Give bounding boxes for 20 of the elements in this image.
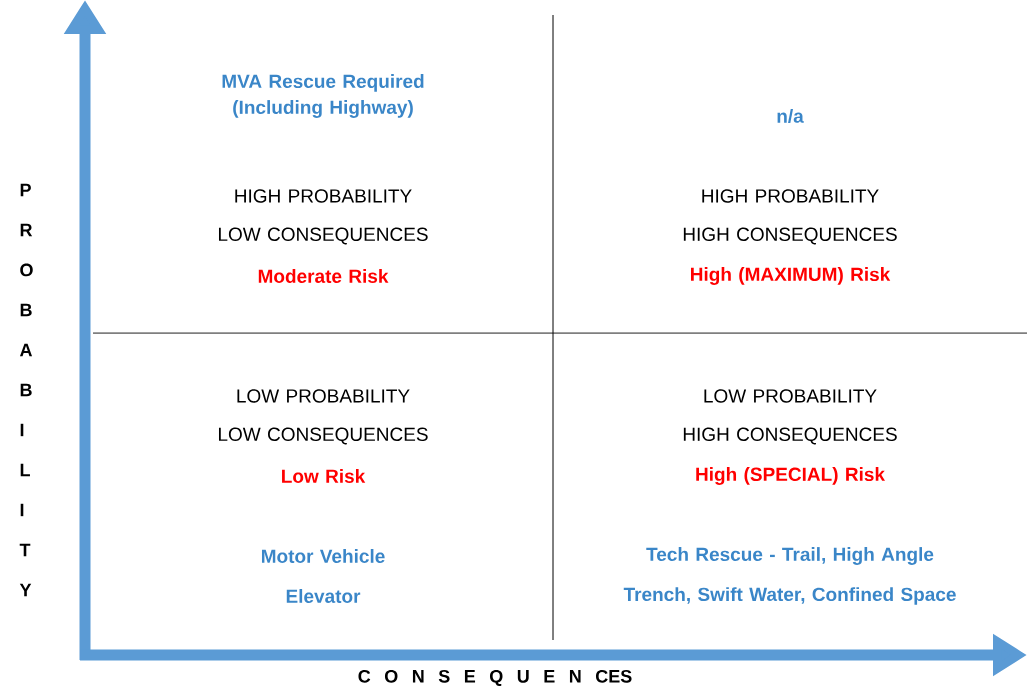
quadrant-text: Motor Vehicle (262, 549, 385, 563)
quadrant-text: High (SPECIAL) Risk (696, 467, 885, 485)
quadrant-text: HIGH CONSEQUENCES (683, 227, 897, 245)
quadrant-text: High (MAXIMUM) Risk (691, 267, 891, 285)
quadrant-text: Trench, Swift Water, Confined Space (623, 587, 956, 605)
quadrant-text: HIGH PROBABILITY (702, 189, 879, 203)
quadrant-text: MVA Rescue Required (Including Highway) (222, 74, 424, 118)
quadrant-text: HIGH CONSEQUENCES (683, 427, 897, 445)
axis-label: PROBABILITY (19, 183, 33, 597)
quadrant-text: Elevator (286, 589, 361, 603)
quadrant-text: Low Risk (282, 469, 366, 483)
quadrant-text: n/a (777, 108, 804, 124)
quadrant-text: LOW CONSEQUENCES (219, 227, 428, 245)
quadrant-text: HIGH PROBABILITY (235, 189, 412, 203)
quadrant-text: Tech Rescue - Trail, High Angle (646, 547, 934, 565)
quadrant-text: Moderate Risk (258, 269, 389, 283)
quadrant-text: LOW PROBABILITY (237, 389, 410, 403)
quadrant-text: LOW PROBABILITY (704, 389, 877, 403)
quadrant-text: LOW CONSEQUENCES (219, 427, 428, 445)
axis-label: C O N S E Q U E N CES (358, 669, 632, 687)
